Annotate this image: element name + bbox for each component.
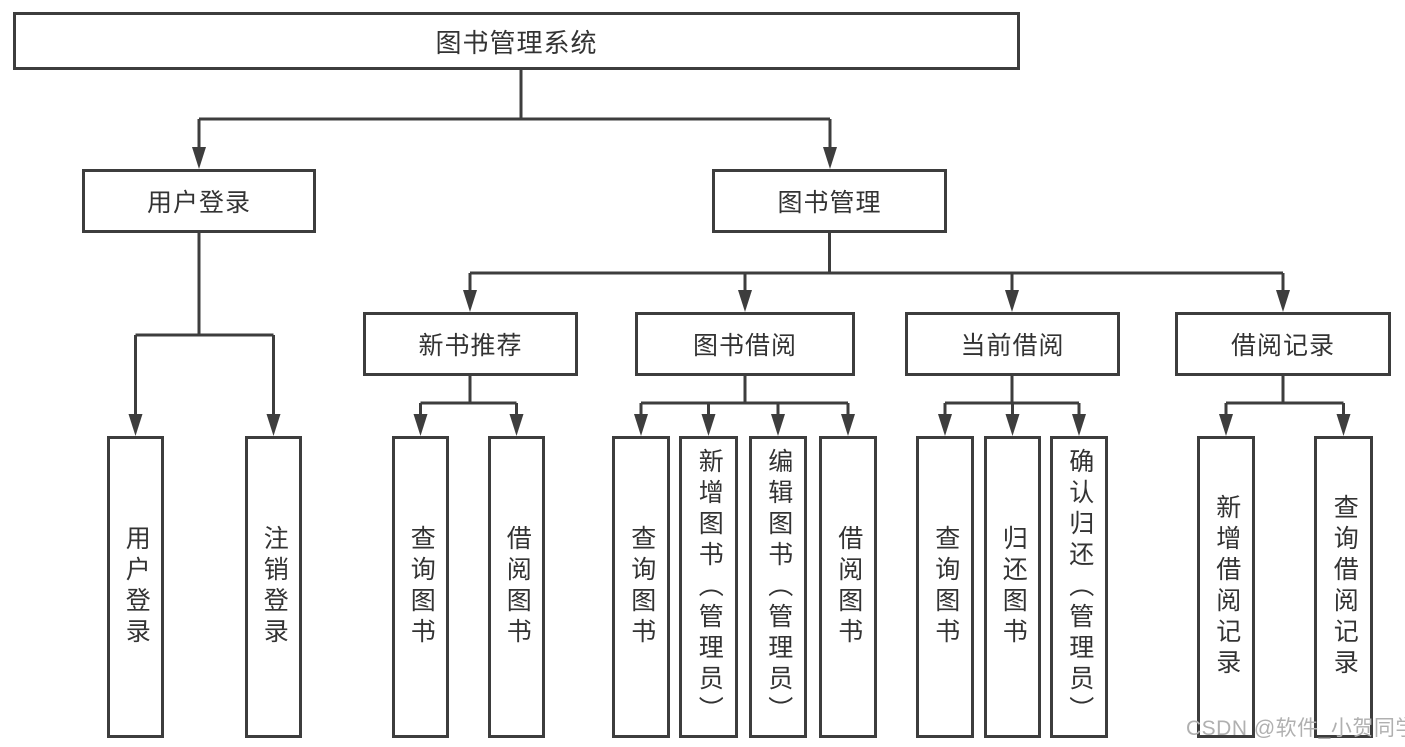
- leaf-confirm-return-admin: 确认归还（管理员）: [1050, 436, 1108, 738]
- leaf-query-borrow-record: 查询借阅记录: [1314, 436, 1373, 738]
- node-book-management: 图书管理: [712, 169, 947, 233]
- leaf-query-books-recommend: 查询图书: [392, 436, 449, 738]
- leaf-user-login: 用户登录: [107, 436, 164, 738]
- leaf-add-borrow-record: 新增借阅记录: [1197, 436, 1255, 738]
- leaf-logout: 注销登录: [245, 436, 302, 738]
- leaf-edit-books-admin: 编辑图书（管理员）: [749, 436, 807, 738]
- node-library-management-system: 图书管理系统: [13, 12, 1020, 70]
- node-user-login: 用户登录: [82, 169, 316, 233]
- node-current-borrowing: 当前借阅: [905, 312, 1120, 376]
- leaf-return-books: 归还图书: [984, 436, 1041, 738]
- node-borrowing-records: 借阅记录: [1175, 312, 1391, 376]
- leaf-borrow-books-recommend: 借阅图书: [488, 436, 545, 738]
- leaf-borrow-books: 借阅图书: [819, 436, 877, 738]
- node-new-book-recommendation: 新书推荐: [363, 312, 578, 376]
- csdn-watermark: CSDN @软件_小贺同学: [1186, 717, 1405, 740]
- leaf-query-books-current: 查询图书: [916, 436, 974, 738]
- node-book-borrowing: 图书借阅: [635, 312, 855, 376]
- leaf-query-books-borrowing: 查询图书: [612, 436, 670, 738]
- leaf-add-books-admin: 新增图书（管理员）: [679, 436, 738, 738]
